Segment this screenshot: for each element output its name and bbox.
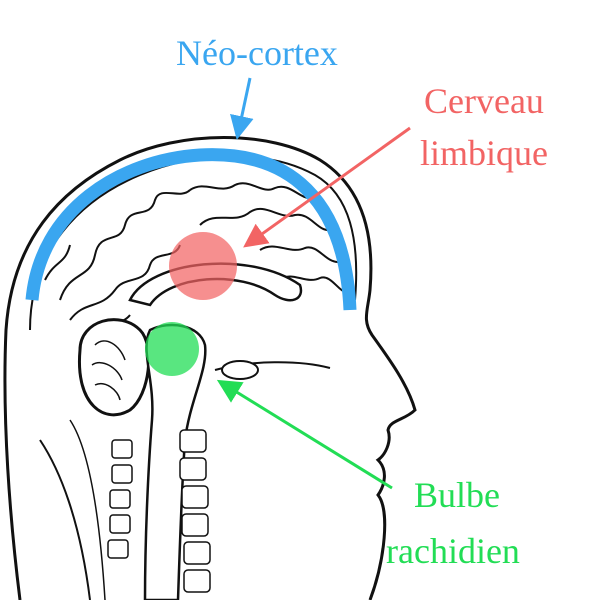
neck-back-line (39, 439, 91, 601)
cerebellum-folds (91, 340, 126, 401)
neocortex-highlight (25, 148, 357, 311)
head-outline (3, 136, 417, 601)
brainstem (143, 323, 207, 602)
neck-line-2 (69, 419, 106, 601)
cerebellum (77, 318, 151, 417)
bulb-arrow (216, 379, 393, 490)
neocortex-label: Néo-cortex (176, 33, 338, 73)
limbic-highlight (169, 232, 237, 300)
bulb-label-line1: Bulbe (414, 475, 500, 515)
limbic-arrow (243, 126, 411, 248)
limbic-label-line2: limbique (420, 133, 548, 173)
neocortex-arrow (230, 77, 254, 140)
bulb-label-line2: rachidien (386, 531, 520, 571)
bulb-highlight (145, 322, 199, 376)
sinus (221, 360, 259, 380)
limbic-label-line1: Cerveau (424, 81, 544, 121)
vertebrae (107, 429, 211, 593)
